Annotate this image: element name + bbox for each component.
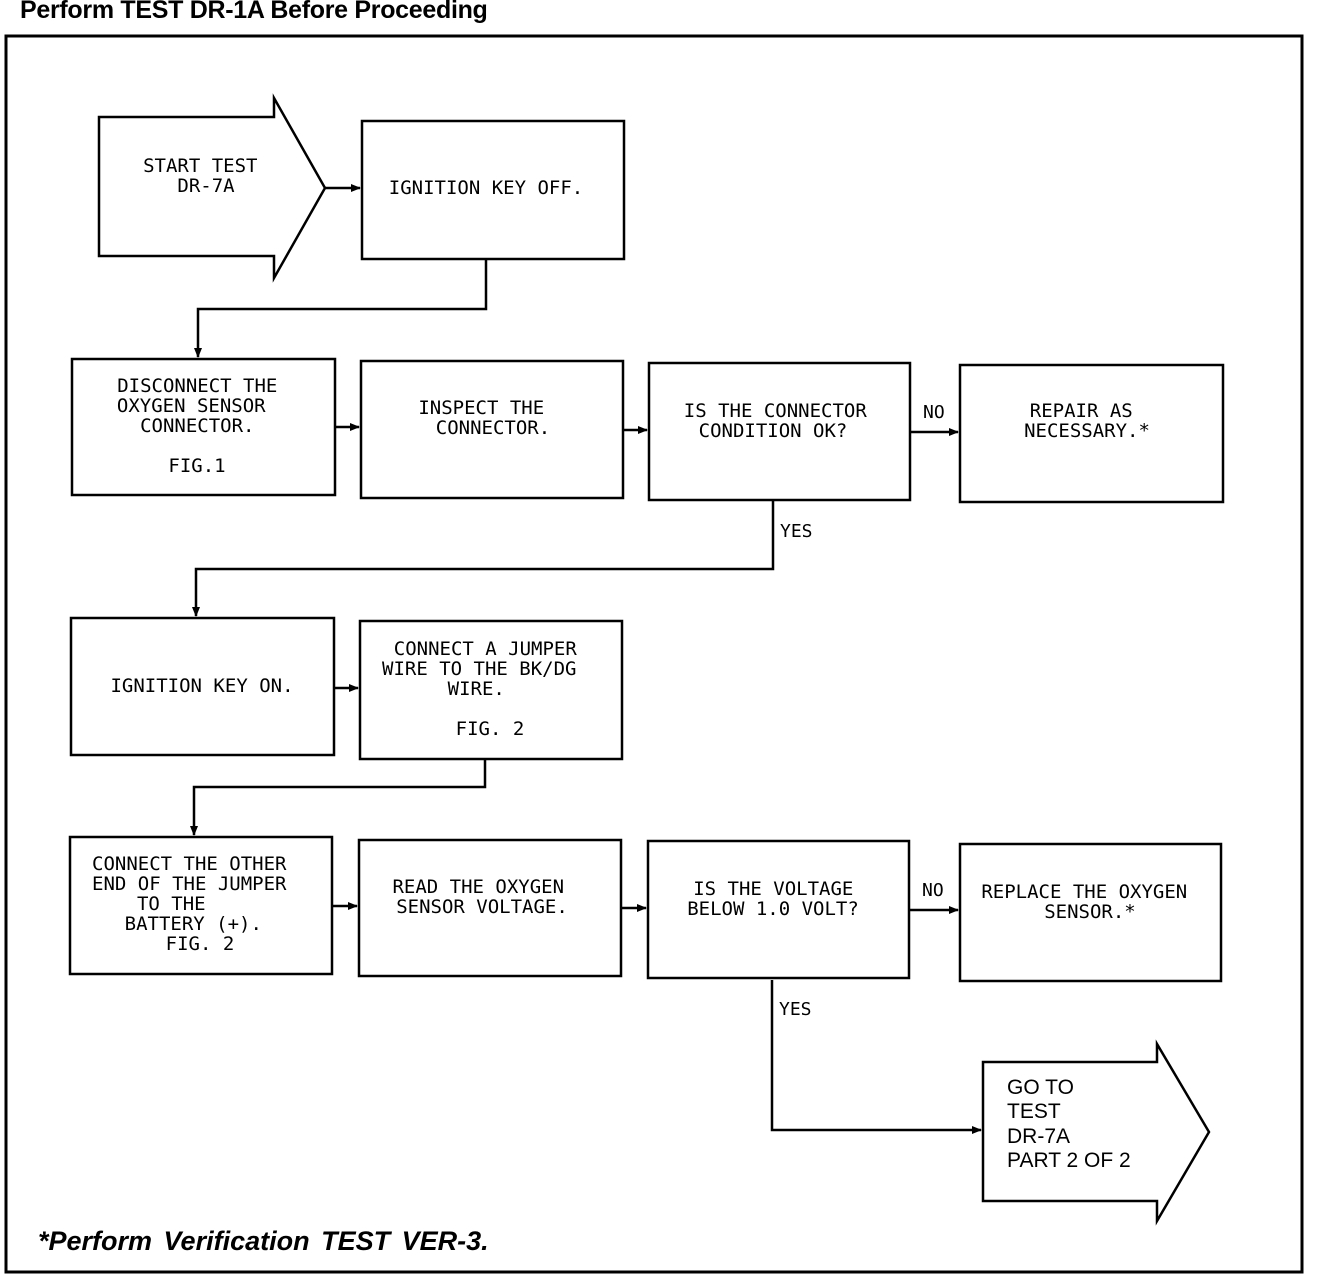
step-replace-sensor <box>958 842 1223 983</box>
connector-yes-to-ignition-on <box>192 500 775 617</box>
goto-arrow <box>981 1039 1211 1226</box>
step-read-voltage <box>357 838 623 978</box>
decision-connector-ok-text: IS THE CONNECTOR CONDITION OK? <box>684 400 878 442</box>
step-ignition-off-text: IGNITION KEY OFF. <box>389 177 583 199</box>
label-no-2: NO <box>922 880 944 901</box>
start-arrow <box>97 93 327 283</box>
decision-voltage-below-1v <box>646 839 911 980</box>
step-connect-other-end <box>68 835 334 976</box>
connector-jumper-to-other-end <box>190 759 487 836</box>
step-ignition-on-text: IGNITION KEY ON. <box>110 675 293 697</box>
page-title: Perform TEST DR-1A Before Proceeding <box>20 0 488 24</box>
start-label: START TEST DR-7A <box>143 155 269 197</box>
step-repair <box>958 363 1225 504</box>
connectors <box>190 184 982 1134</box>
step-read-voltage-text: READ THE OXYGEN SENSOR VOLTAGE. <box>392 876 575 918</box>
goto-label: GO TO TEST DR-7A PART 2 OF 2 <box>1007 1076 1131 1172</box>
connector-ignition-off-to-disconnect <box>194 259 488 358</box>
label-yes-2: YES <box>779 999 812 1020</box>
step-inspect-text: INSPECT THE CONNECTOR. <box>418 397 555 439</box>
verification-footnote: *Perform Verification TEST VER-3. <box>38 1226 489 1256</box>
step-connect-other-end-text: CONNECT THE OTHER END OF THE JUMPER TO T… <box>92 853 298 955</box>
step-repair-text: REPAIR AS NECESSARY.* <box>1024 400 1150 442</box>
step-connect-jumper <box>358 619 624 761</box>
step-ignition-off <box>360 119 626 261</box>
step-connect-jumper-text: CONNECT A JUMPER WIRE TO THE BK/DG WIRE.… <box>382 638 588 740</box>
label-no-1: NO <box>923 402 945 423</box>
step-inspect-connector <box>359 359 625 500</box>
step-disconnect-text: DISCONNECT THE OXYGEN SENSOR CONNECTOR. … <box>117 375 289 477</box>
diagram-frame <box>4 34 1304 1274</box>
connector-yes-to-goto <box>770 980 982 1134</box>
step-ignition-on <box>69 616 336 757</box>
label-yes-1: YES <box>780 521 813 542</box>
decision-voltage-text: IS THE VOLTAGE BELOW 1.0 VOLT? <box>687 878 865 920</box>
step-replace-sensor-text: REPLACE THE OXYGEN SENSOR.* <box>981 881 1198 923</box>
